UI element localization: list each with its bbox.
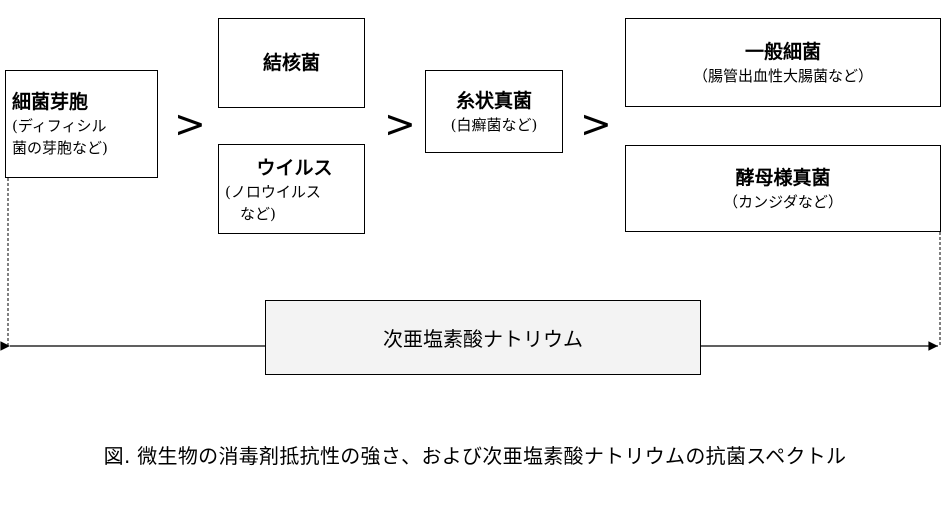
bacterial-spores-box: 細菌芽胞 (ディフィシル 菌の芽胞など): [5, 70, 158, 178]
bacterial-spores-title: 細菌芽胞: [12, 91, 89, 113]
greater-than-2: >: [384, 102, 416, 146]
viruses-box: ウイルス (ノロウイルス など): [218, 144, 365, 234]
yeast-box: 酵母様真菌 （カンジダなど）: [625, 145, 941, 232]
viruses-example: (ノロウイルス など): [225, 183, 321, 223]
general-bacteria-title: 一般細菌: [744, 40, 821, 63]
yeast-title: 酵母様真菌: [735, 166, 831, 189]
bacterial-spores-example: (ディフィシル 菌の芽胞など): [12, 117, 108, 157]
general-bacteria-box: 一般細菌 （腸管出血性大腸菌など）: [625, 18, 941, 107]
sodium-hypochlorite-box: 次亜塩素酸ナトリウム: [265, 300, 701, 375]
filamentous-fungi-example: (白癬菌など): [450, 115, 538, 134]
general-bacteria-example: （腸管出血性大腸菌など）: [692, 66, 873, 85]
mycobacteria-box: 結核菌: [218, 18, 365, 108]
filamentous-fungi-box: 糸状真菌 (白癬菌など): [425, 70, 563, 153]
figure-caption: 図. 微生物の消毒剤抵抗性の強さ、および次亜塩素酸ナトリウムの抗菌スペクトル: [103, 444, 847, 468]
greater-than-1: >: [174, 102, 206, 146]
viruses-title: ウイルス: [256, 157, 333, 179]
mycobacteria-title: 結核菌: [262, 52, 320, 74]
sodium-hypochlorite-label: 次亜塩素酸ナトリウム: [383, 327, 583, 351]
greater-than-3: >: [580, 102, 612, 146]
yeast-example: （カンジダなど）: [723, 192, 843, 211]
filamentous-fungi-title: 糸状真菌: [455, 89, 532, 112]
